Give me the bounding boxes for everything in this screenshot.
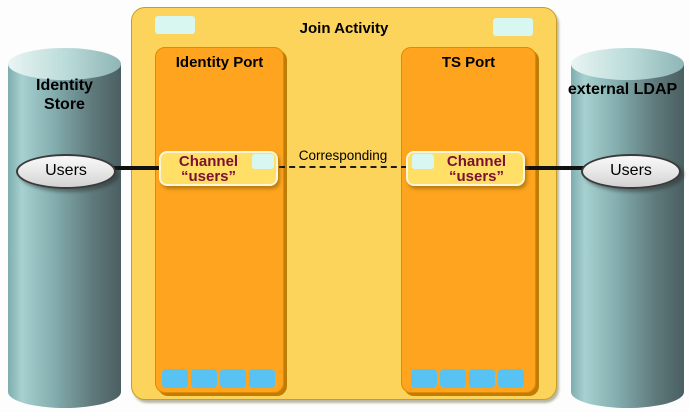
identity-store-cylinder	[8, 48, 121, 408]
identity-store-label: Identity Store	[36, 77, 93, 113]
cyan-tab-icon	[252, 154, 274, 169]
identity-store-users-node: Users	[16, 154, 116, 189]
ts-port-box: TS Port	[401, 47, 536, 393]
corresponding-dashed-connector	[279, 166, 407, 168]
channel-users-label: Channel “users”	[446, 153, 507, 185]
external-ldap-users-node: Users	[581, 154, 681, 189]
blue-slot-icon	[469, 369, 495, 388]
blue-slot-icon	[220, 369, 246, 388]
blue-slot-icon	[498, 369, 524, 388]
ts-port-title: TS Port	[441, 54, 496, 71]
join-activity-box: Join Activity Identity Port TS Port	[131, 7, 557, 400]
identity-port-channel-users: Channel “users”	[159, 151, 278, 186]
cyan-tab-icon	[155, 16, 195, 34]
identity-store-to-channel-connector	[98, 166, 161, 170]
channel-users-label: Channel “users”	[178, 153, 239, 185]
blue-slot-icon	[162, 369, 188, 388]
external-ldap-label: external LDAP	[567, 81, 678, 98]
ts-port-slots	[411, 369, 524, 388]
blue-slot-icon	[249, 369, 275, 388]
blue-slot-icon	[411, 369, 437, 388]
join-activity-title: Join Activity	[299, 20, 389, 37]
blue-slot-icon	[440, 369, 466, 388]
channel-to-external-ldap-connector	[523, 166, 587, 170]
blue-slot-icon	[191, 369, 217, 388]
external-ldap-cylinder	[571, 48, 684, 408]
cyan-tab-icon	[493, 18, 533, 36]
identity-port-title: Identity Port	[175, 54, 264, 71]
cyan-tab-icon	[412, 154, 434, 169]
corresponding-label: Corresponding	[298, 148, 388, 163]
identity-port-slots	[162, 369, 275, 388]
ts-port-channel-users: Channel “users”	[406, 151, 525, 186]
identity-port-box: Identity Port	[155, 47, 284, 393]
